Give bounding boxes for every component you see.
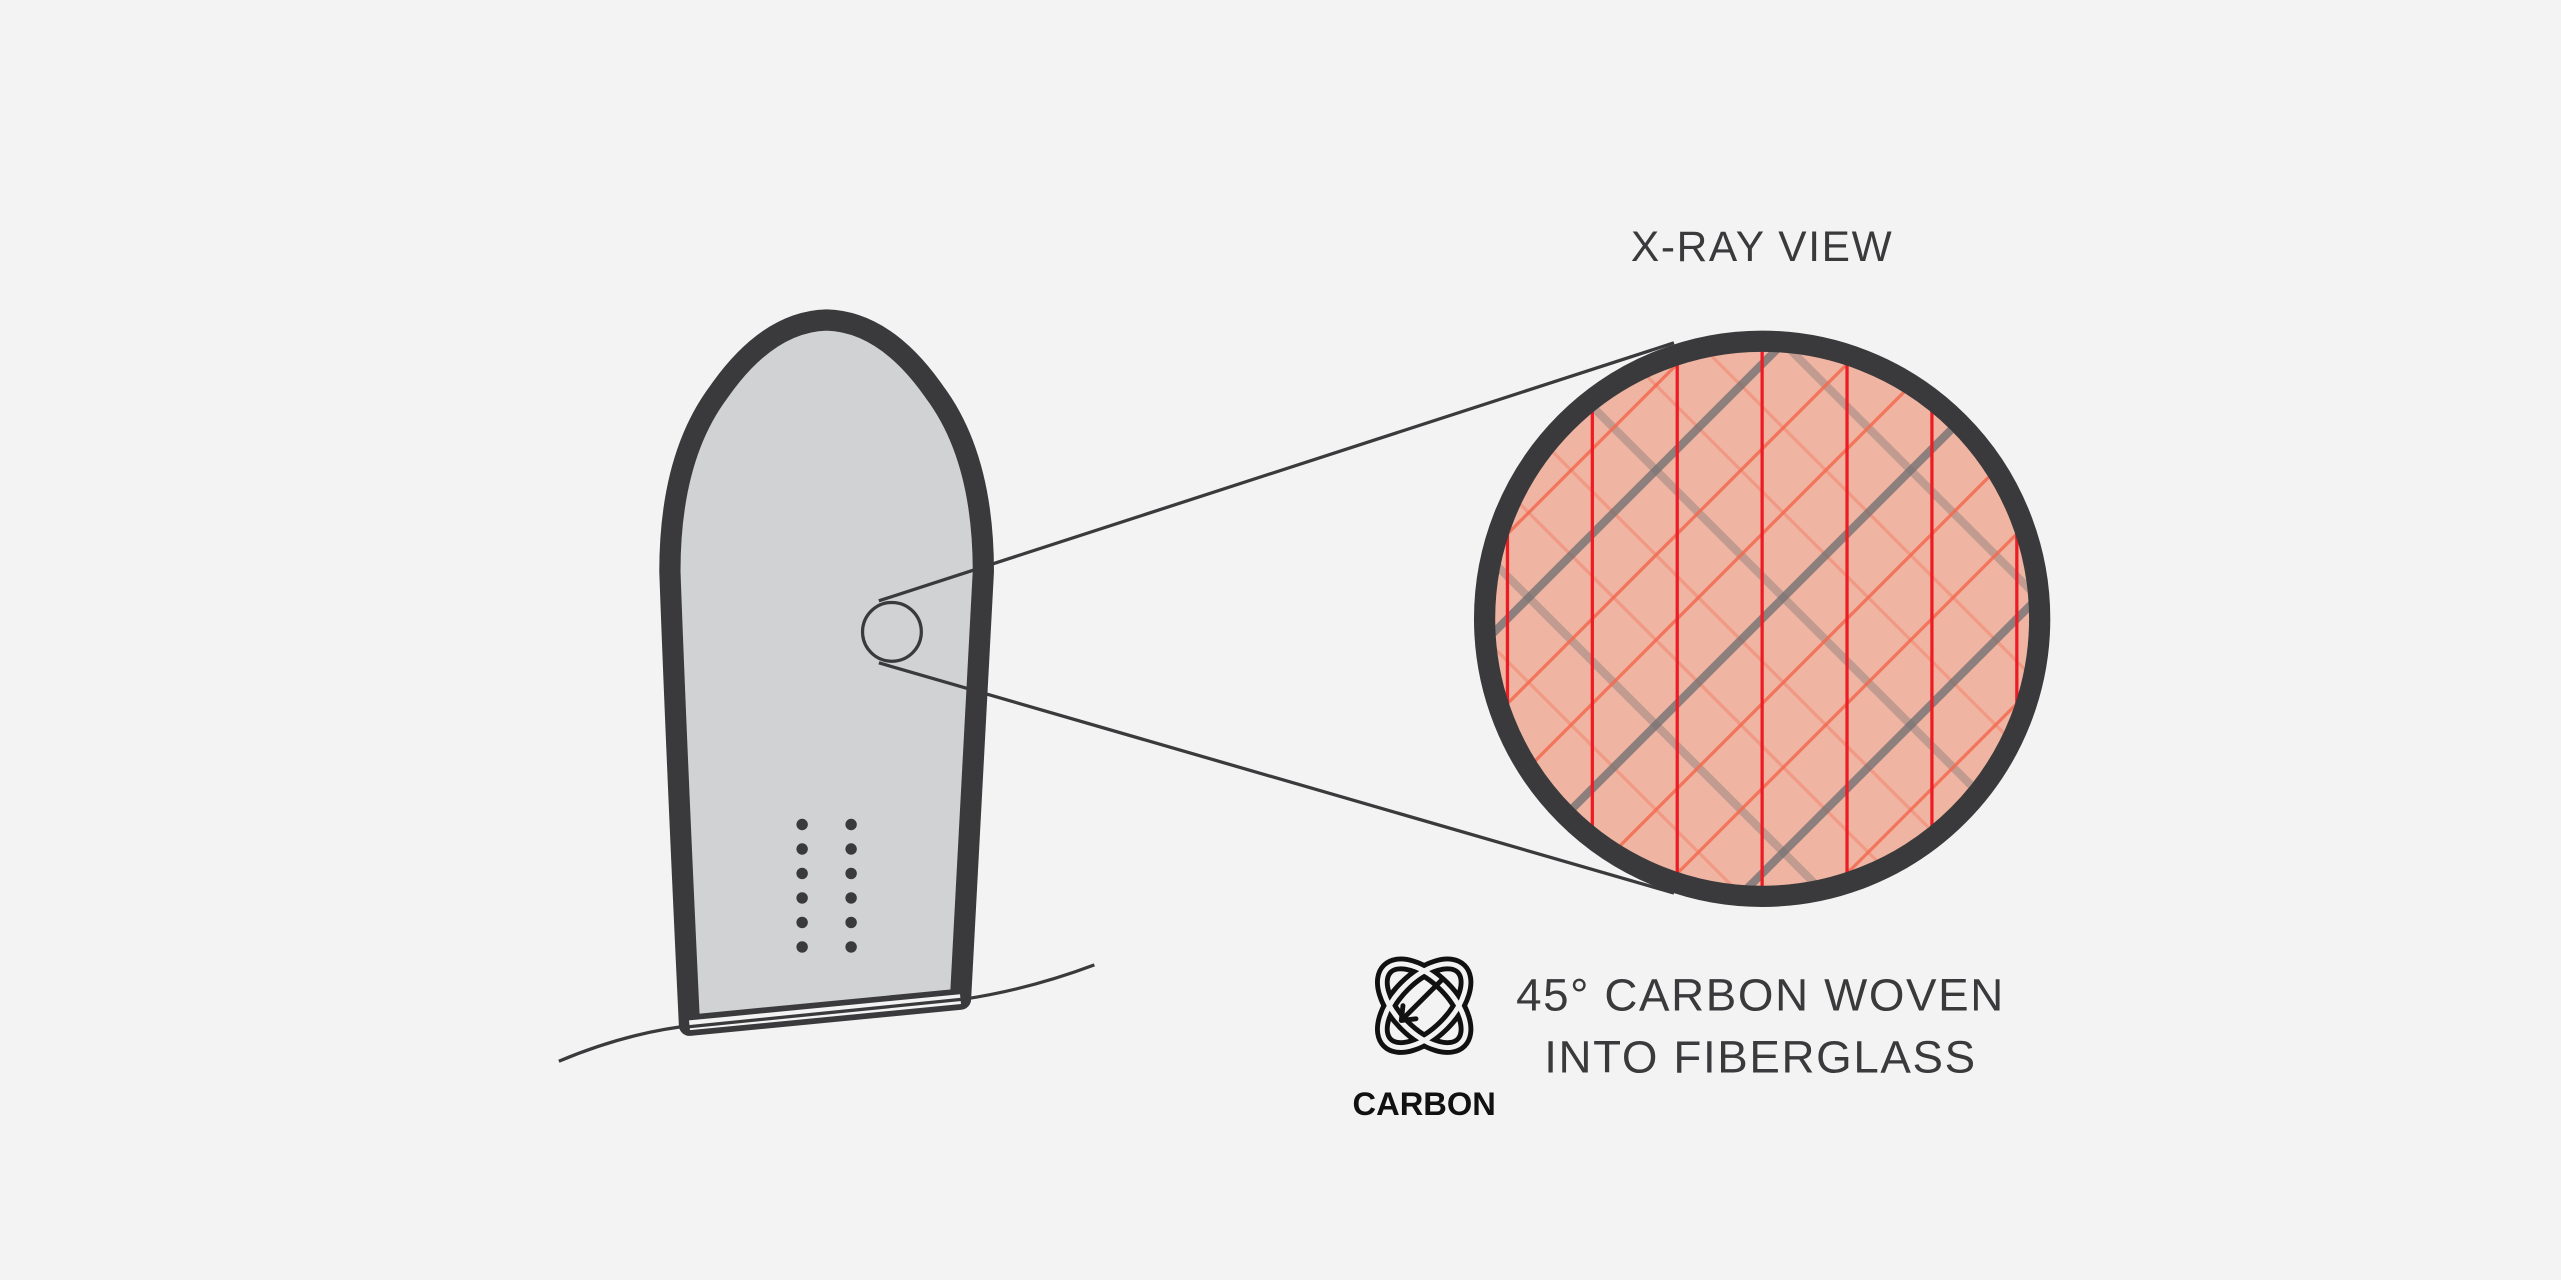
carbon-weave-pattern — [1494, 351, 2030, 887]
zoom-line-top — [878, 341, 1675, 603]
fiber-diagonal — [1494, 351, 2030, 887]
fiber-diagonal-back — [1517, 351, 2030, 887]
fiber-diagonal — [1494, 351, 2030, 887]
fiber-diagonal-back — [1494, 351, 2030, 887]
insert-dot — [845, 818, 857, 831]
zoom-line-bottom — [878, 661, 1675, 895]
fiber-diagonal-back — [1494, 351, 1991, 887]
fiber-diagonal-back — [1494, 351, 2030, 887]
insert-dot — [796, 843, 808, 855]
insert-dot — [845, 941, 857, 953]
binding-inserts — [796, 818, 857, 953]
carbon-weave-icon — [1374, 956, 1474, 1055]
xray-lens — [1473, 330, 2051, 907]
fiber-diagonal-back — [2027, 351, 2030, 887]
insert-dot — [796, 892, 808, 904]
carbon-fiber-diagonal — [1494, 351, 2030, 887]
insert-dot — [796, 916, 808, 929]
fiber-diagonal-back — [1494, 351, 2030, 887]
insert-dot — [796, 867, 808, 880]
carbon-fiber-diagonal — [1494, 351, 2030, 887]
caption-line-2: INTO FIBERGLASS — [1544, 1032, 1977, 1083]
carbon-logo-label: CARBON — [1353, 1085, 1496, 1122]
fiber-diagonal-back — [1494, 351, 2030, 887]
insert-dot — [845, 867, 857, 880]
carbon-logo: CARBON — [1353, 956, 1496, 1122]
fiber-diagonal — [1494, 351, 2030, 887]
fiber-diagonal — [1494, 351, 2030, 887]
zoom-spot — [860, 600, 923, 663]
insert-dot — [796, 941, 808, 953]
xray-view-heading: X-RAY VIEW — [1631, 223, 1893, 270]
insert-dot — [845, 916, 857, 929]
snowboard — [659, 309, 994, 1036]
insert-dot — [796, 818, 808, 831]
insert-dot — [845, 892, 857, 904]
caption-line-1: 45° CARBON WOVEN — [1516, 970, 2005, 1021]
fiber-diagonal-back — [1494, 351, 2030, 887]
insert-dot — [845, 843, 857, 855]
